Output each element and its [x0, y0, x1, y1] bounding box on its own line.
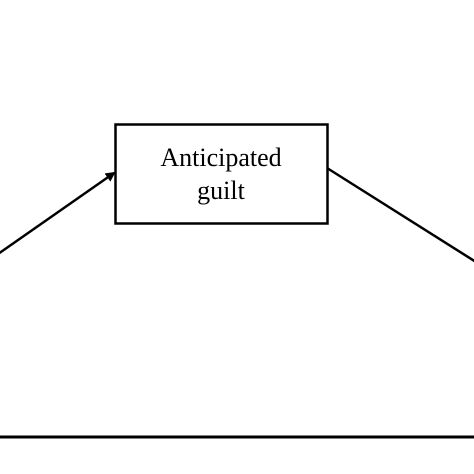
node-label-line-2: guilt [197, 176, 245, 205]
node-anticipated-guilt: Anticipated guilt [114, 123, 329, 225]
node-box [114, 123, 329, 225]
edge-left-to-guilt [0, 171, 116, 255]
node-label-line-1: Anticipated [160, 143, 281, 172]
edge-guilt-to-right [326, 166, 474, 263]
